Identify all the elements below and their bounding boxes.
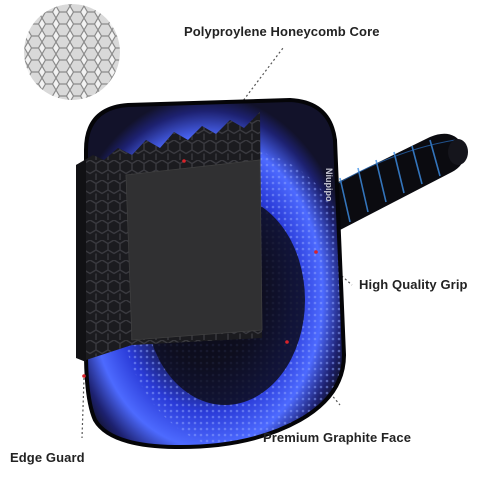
leader-edge [81, 377, 85, 439]
callout-grip-label: High Quality Grip [359, 277, 468, 292]
brand-logo-text: Niupipo [324, 168, 334, 202]
marker-grip [314, 250, 318, 254]
honeycomb-closeup [22, 2, 122, 102]
callout-face-label: Premium Graphite Face [263, 430, 412, 445]
callout-edge-label: Edge Guard [10, 450, 85, 465]
marker-core [182, 159, 186, 163]
marker-edge [82, 374, 86, 378]
paddle-handle [322, 133, 468, 230]
callout-markers [82, 159, 318, 378]
callout-core-label: Polyproylene Honeycomb Core [184, 24, 380, 39]
marker-face [285, 340, 289, 344]
honeycomb-core-cutaway [76, 112, 263, 362]
